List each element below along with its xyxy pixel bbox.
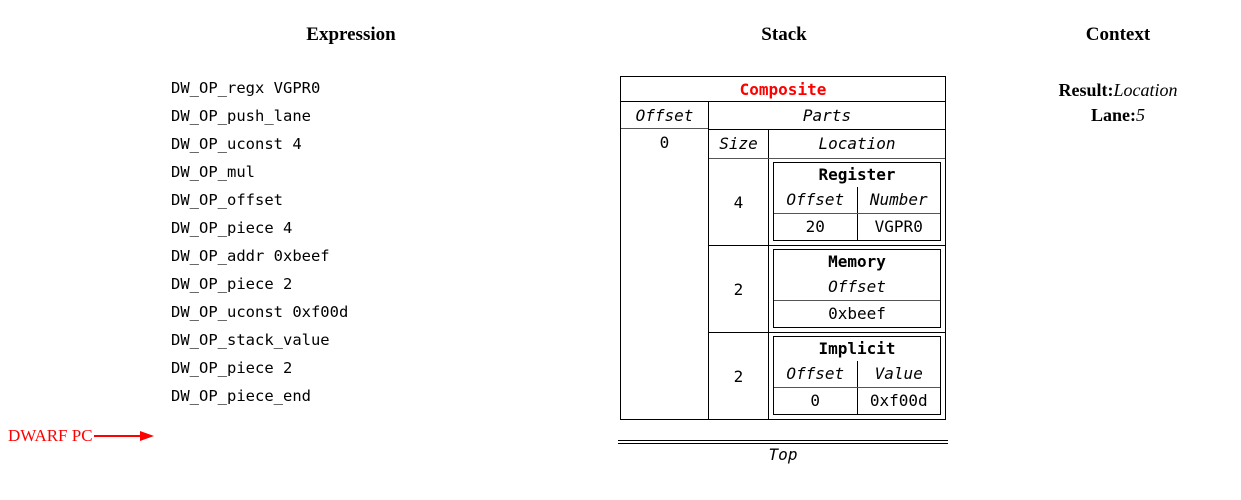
dwarf-pc-pointer: DWARF PC: [8, 426, 156, 446]
context-row-lane: Lane:5: [998, 103, 1238, 128]
part-location: Implicit Offset Value 0 0xf00d: [769, 333, 945, 419]
context-key: Lane:: [1091, 105, 1136, 125]
composite-offset-header: Offset: [621, 102, 708, 129]
location-field-header: Offset: [786, 364, 845, 383]
composite-offset-column: Offset 0: [621, 102, 709, 419]
location-kind: Implicit: [818, 339, 896, 358]
location-field-value: 0xbeef: [828, 304, 886, 323]
stack-bottom-divider: [618, 440, 948, 444]
expression-line: DW_OP_piece 2: [171, 359, 293, 377]
stack-entry-composite: Composite Offset 0 Parts Size Location 4…: [620, 76, 946, 420]
parts-size-header: Size: [709, 130, 769, 158]
composite-title: Composite: [621, 77, 945, 102]
part-row: 4 Register Offset Number 20 VGPR0: [709, 159, 945, 246]
location-field-values: 0 0xf00d: [774, 388, 940, 414]
expression-line: DW_OP_push_lane: [171, 107, 311, 125]
page-title-context: Context: [1085, 24, 1151, 45]
part-size: 2: [709, 246, 769, 332]
expression-line: DW_OP_addr 0xbeef: [171, 247, 330, 265]
part-location: Memory Offset 0xbeef: [769, 246, 945, 332]
expression-line: DW_OP_piece 2: [171, 275, 293, 293]
location-field-headers: Offset: [774, 274, 940, 301]
location-field-value: 20: [805, 217, 825, 236]
context-value: Location: [1113, 80, 1178, 100]
part-row: 2 Memory Offset 0xbeef: [709, 246, 945, 333]
part-location: Register Offset Number 20 VGPR0: [769, 159, 945, 245]
location-box-implicit: Implicit Offset Value 0 0xf00d: [773, 336, 941, 415]
composite-offset-value: 0: [659, 133, 670, 152]
expression-list: DW_OP_regx VGPR0 DW_OP_push_lane DW_OP_u…: [171, 74, 591, 410]
location-field-values: 0xbeef: [774, 301, 940, 327]
location-field-header: Number: [856, 187, 941, 213]
stack-top-label: Top: [768, 445, 798, 464]
part-row: 2 Implicit Offset Value 0 0xf00d: [709, 333, 945, 419]
location-kind: Register: [818, 165, 896, 184]
expression-line: DW_OP_offset: [171, 191, 283, 209]
location-kind: Memory: [828, 252, 886, 271]
expression-line: DW_OP_uconst 0xf00d: [171, 303, 349, 321]
location-field-headers: Offset Value: [774, 361, 940, 388]
location-box-register: Register Offset Number 20 VGPR0: [773, 162, 941, 241]
part-size: 4: [709, 159, 769, 245]
expression-line: DW_OP_regx VGPR0: [171, 79, 321, 97]
location-box-memory: Memory Offset 0xbeef: [773, 249, 941, 328]
location-field-headers: Offset Number: [774, 187, 940, 214]
context-key: Result:: [1058, 80, 1114, 100]
composite-parts-subheader: Size Location: [709, 129, 945, 159]
location-field-values: 20 VGPR0: [774, 214, 940, 240]
expression-line: DW_OP_piece 4: [171, 219, 293, 237]
dwarf-pc-label: DWARF PC: [8, 426, 93, 445]
location-field-value: 0xf00d: [856, 388, 941, 414]
composite-parts-column: Parts Size Location 4 Register Offset Nu…: [709, 102, 945, 419]
page-title-expression: Expression: [306, 24, 396, 45]
arrow-right-icon: [93, 431, 156, 441]
composite-parts-header: Parts: [802, 106, 852, 125]
location-field-header: Offset: [786, 190, 845, 209]
context-panel: Result:Location Lane:5: [998, 78, 1238, 128]
parts-location-header: Location: [818, 134, 896, 153]
page-title-stack: Stack: [761, 24, 807, 45]
composite-offset-filler: [621, 157, 708, 419]
expression-line: DW_OP_mul: [171, 163, 255, 181]
location-field-value: 0: [810, 391, 821, 410]
context-value: 5: [1136, 105, 1145, 125]
context-row-result: Result:Location: [998, 78, 1238, 103]
location-field-header: Value: [856, 361, 941, 387]
expression-line: DW_OP_piece_end: [171, 387, 311, 405]
expression-line: DW_OP_stack_value: [171, 331, 330, 349]
part-size: 2: [709, 333, 769, 419]
location-field-header: Offset: [828, 277, 886, 296]
location-field-value: VGPR0: [856, 214, 941, 240]
expression-line: DW_OP_uconst 4: [171, 135, 302, 153]
